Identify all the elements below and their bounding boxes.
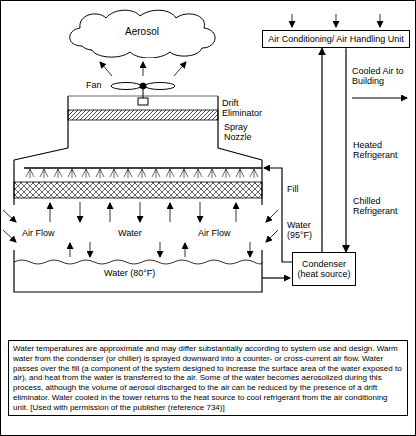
part-label: Water: [118, 228, 148, 238]
part-label: Fill: [287, 184, 311, 194]
basin-water-surface: [14, 260, 262, 264]
part-label: Air Flow: [22, 228, 62, 238]
node-text: Condenser (heat source): [297, 259, 351, 280]
flow-arrows: [3, 202, 278, 257]
edge-label: Heated Refrigerant: [352, 140, 410, 161]
refrigerant-line: [345, 48, 346, 252]
aerosol-cloud: Aerosol: [62, 6, 222, 58]
fan: [111, 83, 175, 106]
part-label: Drift Eliminator: [222, 98, 272, 119]
condenser-box: Condenser (heat source): [292, 252, 356, 286]
figure-caption: Water temperatures are approximate and m…: [8, 340, 408, 416]
spray-nozzles: [26, 169, 258, 178]
part-label: Water (95°F): [287, 220, 321, 241]
node-text: Aerosol: [125, 26, 159, 38]
air-ducts: [292, 14, 407, 98]
fill-media: [14, 182, 262, 198]
spray-manifold: [24, 167, 262, 169]
part-label: Fan: [86, 80, 106, 90]
part-label: Spray Nozzle: [224, 122, 268, 143]
part-label: Air Flow: [198, 228, 238, 238]
edge-label: Chilled Refrigerant: [352, 196, 410, 217]
part-label: Water (80°F): [104, 268, 174, 278]
air-handling-unit: Air Conditioning/ Air Handling Unit: [262, 30, 410, 48]
drift-eliminator: [68, 110, 218, 120]
part-label: Cooled Air to Building: [352, 66, 410, 87]
aerosol-arrows: [100, 62, 186, 76]
node-text: Air Conditioning/ Air Handling Unit: [268, 34, 404, 44]
refrigerant-line: [321, 48, 322, 252]
